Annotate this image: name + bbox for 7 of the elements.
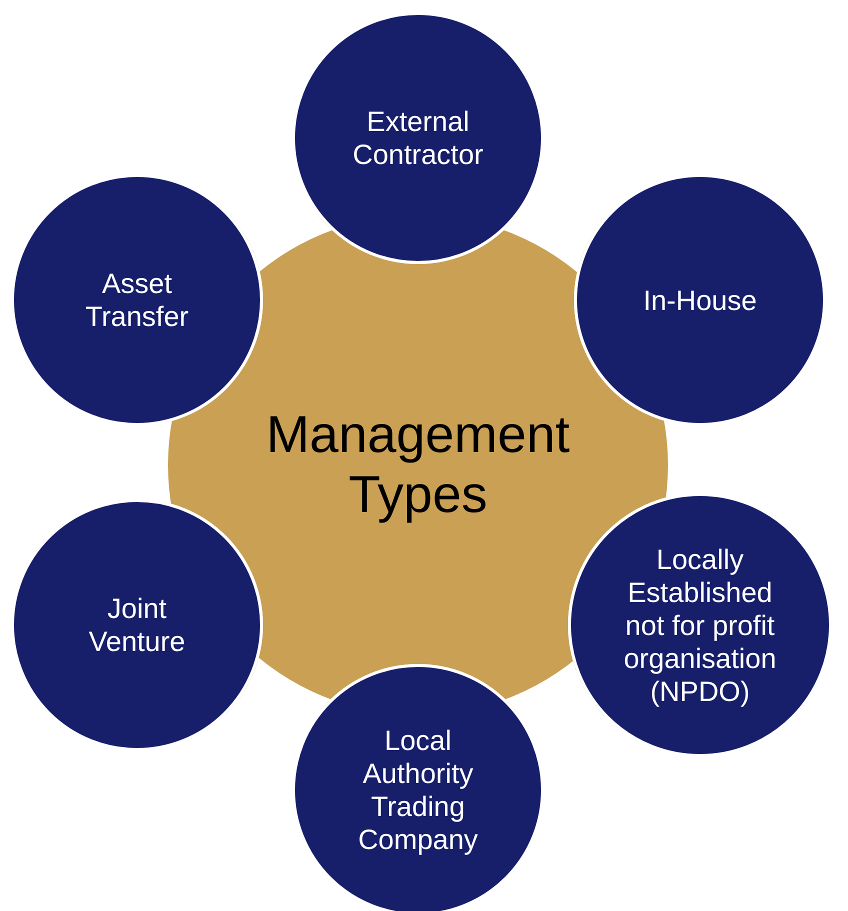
node-label: Joint Venture [88, 592, 186, 658]
node-label: In-House [643, 284, 757, 316]
node-label: Asset Transfer [84, 267, 190, 333]
node-label: Management Types [266, 406, 570, 524]
node-label: Local Authority Trading Company [357, 724, 479, 856]
node-label: External Contractor [352, 105, 484, 171]
node-label: Locally Established not for profit organisation (NPDO) [622, 542, 778, 708]
